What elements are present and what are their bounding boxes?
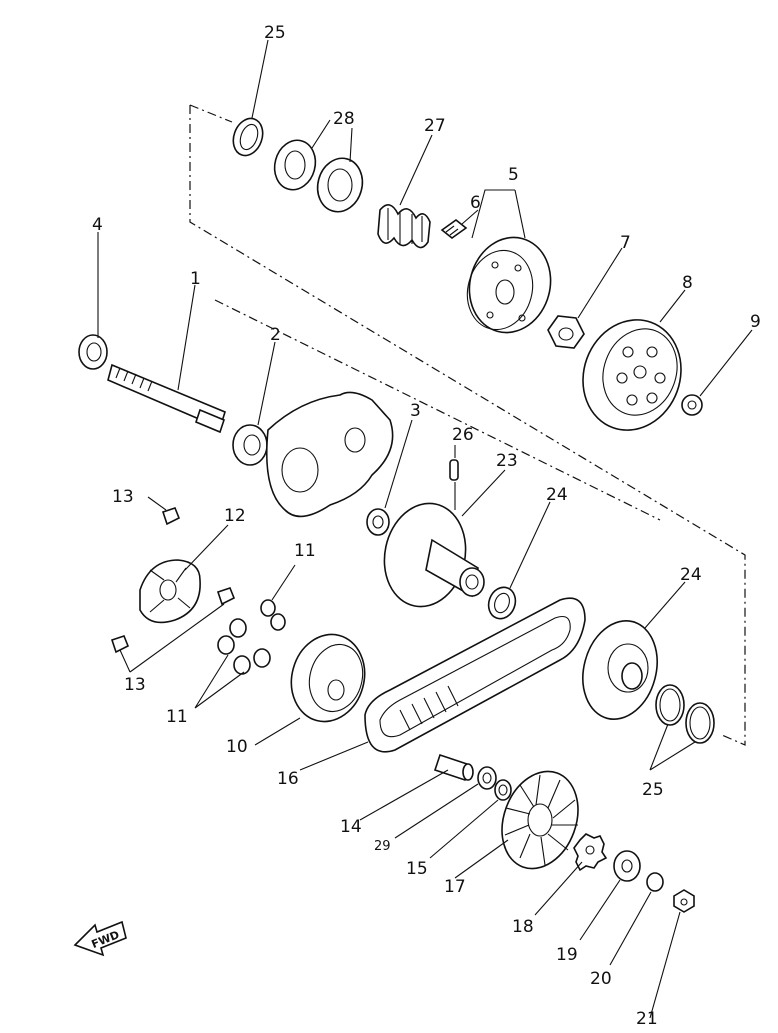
label-12: 12 [224,506,246,526]
leader-25 [649,723,696,771]
leader-10 [254,717,301,746]
leader-15 [429,799,499,859]
label-21: 21 [636,1009,658,1028]
leader-1 [177,284,196,391]
part-25-o-rings [655,684,715,744]
part-16-belt [364,597,586,753]
leader-11b [194,654,245,709]
label-5: 5 [508,165,519,185]
leader-5 [471,189,526,239]
leader-19 [579,879,621,941]
label-13b: 13 [124,675,146,695]
part-20-washer [646,872,664,892]
part-6-pin [440,218,468,240]
leader-13b [119,603,225,673]
leader-13a [147,496,167,511]
label-4: 4 [92,215,103,235]
part-24-ring-lower [487,586,517,620]
leader-7 [577,247,623,319]
part-15-washer [494,779,512,801]
label-13a: 13 [112,487,134,507]
leader-12 [184,524,229,571]
label-11b: 11 [166,707,188,727]
part-3-washer [366,508,390,536]
part-4-bearing [78,334,108,370]
label-18: 18 [512,917,534,937]
leader-16 [299,741,369,771]
part-2-bearing [232,424,268,466]
label-29: 29 [374,839,391,854]
leader-18 [534,861,583,916]
leader-3 [384,419,413,509]
leader-28 [311,119,353,163]
label-24a: 25 [264,23,286,43]
part-5-clutch-assembly [466,236,552,334]
part-1-shaft [107,363,226,434]
assembly-boundary-inner [214,299,661,521]
label-9: 9 [750,312,761,332]
part-22-sheave [383,502,485,608]
part-26-pin [449,459,459,481]
label-15: 15 [406,859,428,879]
label-3: 3 [410,401,421,421]
label-16: 16 [277,769,299,789]
leader-24a [251,39,269,119]
label-1: 1 [190,269,201,289]
label-23: 24 [680,565,702,585]
leader-14 [359,769,449,821]
part-18-gear [573,833,608,872]
leader-29 [394,783,479,839]
part-27-spring [377,204,431,249]
part-23-driven-pulley [582,620,658,720]
label-17: 17 [444,877,466,897]
leader-8 [659,289,686,323]
label-6: 6 [470,193,481,213]
part-9-nut [681,394,703,416]
label-25: 25 [642,780,664,800]
label-24b: 24 [546,485,568,505]
leader-17 [454,839,509,879]
label-26: 26 [452,425,474,445]
leader-21 [649,911,681,1019]
part-17-fan [501,770,579,870]
leader-23 [644,581,686,629]
label-20: 20 [590,969,612,989]
label-7: 7 [620,233,631,253]
label-27: 27 [424,116,446,136]
part-24-ring-top [232,117,264,157]
label-19: 19 [556,945,578,965]
label-22: 23 [496,451,518,471]
label-2: 2 [270,325,281,345]
part-7-nut [547,315,585,349]
part-28-cylinders [273,139,364,213]
part-19-nut [613,850,641,882]
assembly-boundary [189,104,746,746]
part-10-drive-face [290,633,366,723]
leader-24b [509,501,551,589]
part-14-collar [433,753,474,782]
part-8-clutch-housing [582,319,682,431]
leader-22 [461,469,506,517]
leader-20 [609,891,652,966]
label-10: 10 [226,737,248,757]
part-12-cam [139,559,201,624]
leader-2 [257,341,276,426]
part-13-sliders [110,507,236,654]
label-14: 14 [340,817,362,837]
label-28: 28 [333,109,355,129]
leader-11a [271,564,296,601]
leader-27 [399,134,433,206]
label-11a: 11 [294,541,316,561]
part-29-washer [477,766,497,790]
part-21-nut [673,889,695,913]
case-cover [265,391,394,518]
part-11-rollers [217,599,286,675]
label-8: 8 [682,273,693,293]
fwd-arrow-icon: FWD [73,920,127,957]
leader-6 [461,209,479,225]
leader-9 [699,329,753,397]
